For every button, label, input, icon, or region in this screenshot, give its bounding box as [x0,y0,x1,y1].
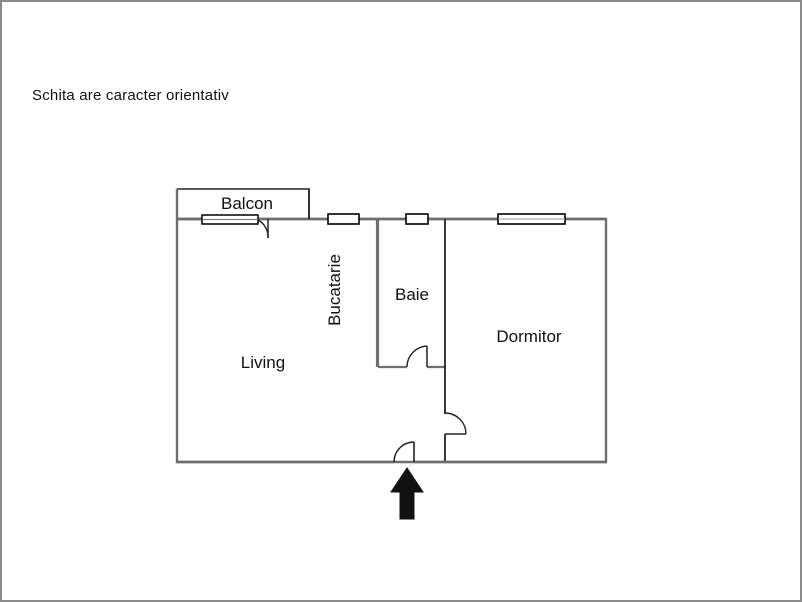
balcon-door-arc [257,219,269,239]
dormitor-door-arc [444,412,467,435]
doors-group [257,219,467,463]
walls-group [175,188,608,464]
room-label-bucatarie: Bucatarie [325,254,344,326]
room-label-dormitor: Dormitor [496,327,562,346]
wall-main-outline [175,189,608,464]
entrance-door-arc [393,441,415,463]
room-label-living: Living [241,353,285,372]
bucatarie-window [327,213,360,225]
room-label-balcon: Balcon [221,194,273,213]
entrance-arrow-icon [390,467,424,520]
room-labels-group: Balcon Living Bucatarie Baie Dormitor [221,194,562,372]
room-label-baie: Baie [395,285,429,304]
page-title: Schita are caracter orientativ [32,87,229,104]
baie-window [405,213,429,225]
baie-door-arc [406,345,428,368]
windows-group [201,213,566,225]
